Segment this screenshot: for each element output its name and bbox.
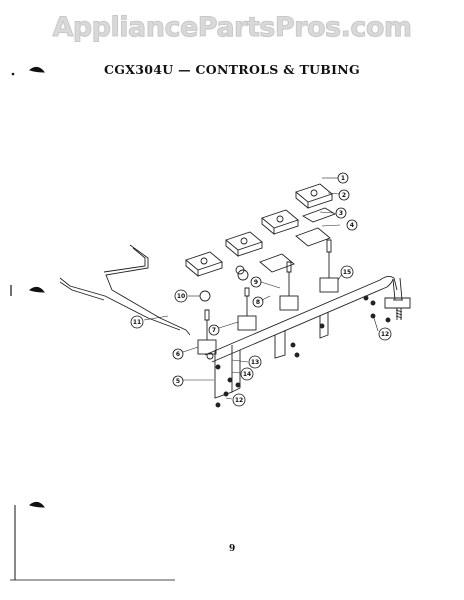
tubing — [59, 244, 191, 336]
binder-marks — [10, 66, 175, 581]
igniter-switch — [225, 231, 263, 257]
svg-text:14: 14 — [243, 371, 251, 378]
part-callouts: 1 2 3 4 15 10 11 12 9 8 7 6 5 13 14 12 — [130, 172, 392, 407]
leader-lines — [143, 177, 379, 400]
callout-12-lower: 12 — [232, 393, 246, 407]
valve — [319, 239, 339, 293]
callout-3: 3 — [335, 207, 347, 219]
svg-text:7: 7 — [212, 327, 216, 334]
callout-15: 15 — [340, 265, 354, 279]
valve — [279, 261, 299, 311]
callout-11: 11 — [130, 315, 144, 329]
svg-text:3: 3 — [339, 210, 343, 217]
screw — [215, 295, 391, 408]
callout-2: 2 — [338, 189, 350, 201]
svg-text:15: 15 — [343, 269, 351, 276]
mounting-bracket — [214, 312, 329, 399]
svg-text:1: 1 — [341, 175, 345, 182]
callout-5: 5 — [172, 375, 184, 387]
valve — [237, 287, 257, 331]
svg-text:4: 4 — [350, 222, 354, 229]
svg-text:13: 13 — [251, 359, 259, 366]
svg-text:8: 8 — [256, 299, 260, 306]
insulator-plate — [259, 207, 337, 273]
igniter-switch — [261, 209, 299, 235]
callout-9: 9 — [250, 276, 262, 288]
callout-14: 14 — [240, 367, 254, 381]
svg-text:11: 11 — [133, 319, 141, 326]
callout-4: 4 — [346, 219, 358, 231]
svg-text:12: 12 — [235, 397, 243, 404]
svg-text:12: 12 — [381, 331, 389, 338]
svg-text:10: 10 — [177, 293, 185, 300]
watermark: AppliancePartsPros.com — [52, 12, 413, 44]
page-number: 9 — [229, 544, 236, 554]
svg-text:6: 6 — [176, 351, 180, 358]
igniter-switch — [295, 183, 333, 209]
callout-12: 12 — [378, 327, 392, 341]
knob-gear — [199, 265, 249, 302]
igniter-switch — [185, 251, 223, 277]
callout-8: 8 — [252, 296, 264, 308]
callout-7: 7 — [208, 324, 220, 336]
diagram-title: CGX304U — CONTROLS & TUBING — [104, 62, 360, 77]
svg-text:9: 9 — [254, 279, 258, 286]
svg-text:2: 2 — [342, 192, 346, 199]
callout-13: 13 — [248, 355, 262, 369]
manifold-pipe — [204, 275, 411, 363]
callout-6: 6 — [172, 348, 184, 360]
callout-10: 10 — [174, 289, 188, 303]
callout-1: 1 — [337, 172, 349, 184]
svg-text:5: 5 — [176, 378, 180, 385]
